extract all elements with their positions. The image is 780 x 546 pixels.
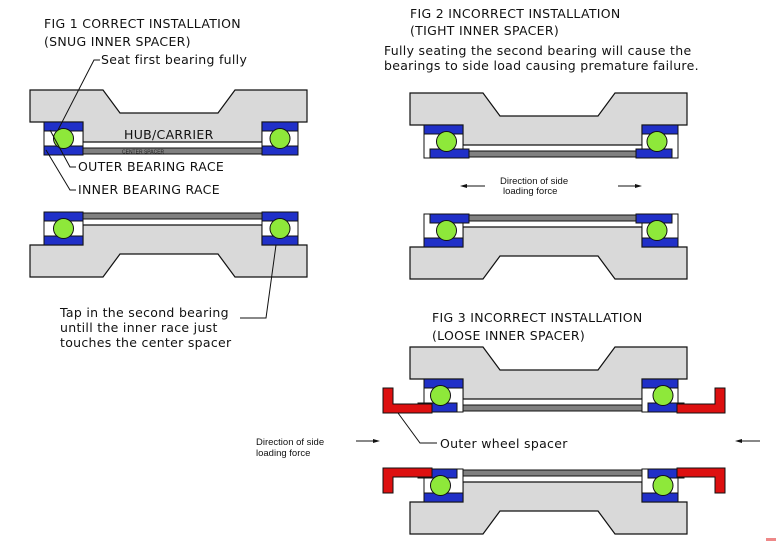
hub-assembly [409, 213, 688, 280]
bearing-ball [436, 220, 457, 241]
fig1-subtitle: (SNUG INNER SPACER) [44, 34, 191, 49]
bearing-ball [269, 128, 291, 149]
center-spacer [82, 147, 263, 155]
fig3-force-line2: loading force [256, 448, 310, 459]
hub-assembly [29, 211, 308, 278]
bearing-ball [646, 131, 668, 152]
corner-mark [766, 538, 776, 541]
hub-assembly [409, 92, 688, 159]
left-arrow-icon [460, 184, 485, 188]
bearing-ball [646, 220, 668, 241]
fig2-force-line2: loading force [503, 186, 557, 197]
tap-note-line2: untill the inner race just [60, 320, 218, 335]
fig3-force-line1: Direction of side [256, 437, 324, 448]
fig2-note-line2: bearings to side load causing premature … [384, 58, 699, 73]
inner-race-leader [45, 149, 76, 191]
bearing-ball [652, 475, 674, 496]
center-spacer [462, 214, 643, 222]
center-spacer [462, 404, 643, 412]
bearing-ball [436, 131, 457, 152]
hub-label: HUB/CARRIER [124, 127, 214, 142]
center-spacer [82, 212, 263, 220]
outer-wheel-spacer-left [382, 387, 433, 414]
outer-wheel-spacer-left [382, 467, 433, 494]
fig3-subtitle: (LOOSE INNER SPACER) [432, 328, 585, 343]
center-spacer [462, 150, 643, 158]
right-arrow-icon [618, 184, 642, 188]
hub-assembly [382, 346, 726, 414]
bearing-ball [652, 385, 674, 406]
fig3-title: FIG 3 INCORRECT INSTALLATION [432, 310, 643, 325]
fig1-seat-note: Seat first bearing fully [101, 52, 247, 67]
fig2-title: FIG 2 INCORRECT INSTALLATION [410, 6, 621, 21]
fig1-title: FIG 1 CORRECT INSTALLATION [44, 16, 241, 31]
inner-race-label: INNER BEARING RACE [78, 182, 220, 197]
outer-wheel-spacer-label: Outer wheel spacer [440, 436, 568, 451]
bearing-ball [430, 385, 451, 406]
fig2-note-line1: Fully seating the second bearing will ca… [384, 43, 691, 58]
tap-leader-line [240, 244, 277, 319]
center-spacer [462, 469, 643, 477]
bearing-ball [53, 218, 74, 239]
outer-race-leader [49, 129, 76, 168]
seat-leader-line [57, 59, 100, 131]
center-spacer-label: CENTER SPACER [122, 150, 165, 156]
hub-assembly [382, 467, 726, 535]
bearing-ball [53, 128, 74, 149]
tap-note-line1: Tap in the second bearing [59, 305, 229, 320]
hub-assembly [29, 89, 308, 156]
wheel-spacer-leader [397, 412, 437, 444]
outer-wheel-spacer-right [676, 387, 726, 414]
fig2-subtitle: (TIGHT INNER SPACER) [410, 23, 559, 38]
outer-wheel-spacer-right [676, 467, 726, 494]
left-pointing-arrow-icon [735, 439, 760, 443]
bearing-ball [430, 475, 451, 496]
tap-note-line3: touches the center spacer [60, 335, 232, 350]
bearing-ball [269, 218, 291, 239]
fig2-force-line1: Direction of side [500, 176, 568, 187]
outer-race-label: OUTER BEARING RACE [78, 159, 224, 174]
right-pointing-arrow-icon [356, 439, 380, 443]
